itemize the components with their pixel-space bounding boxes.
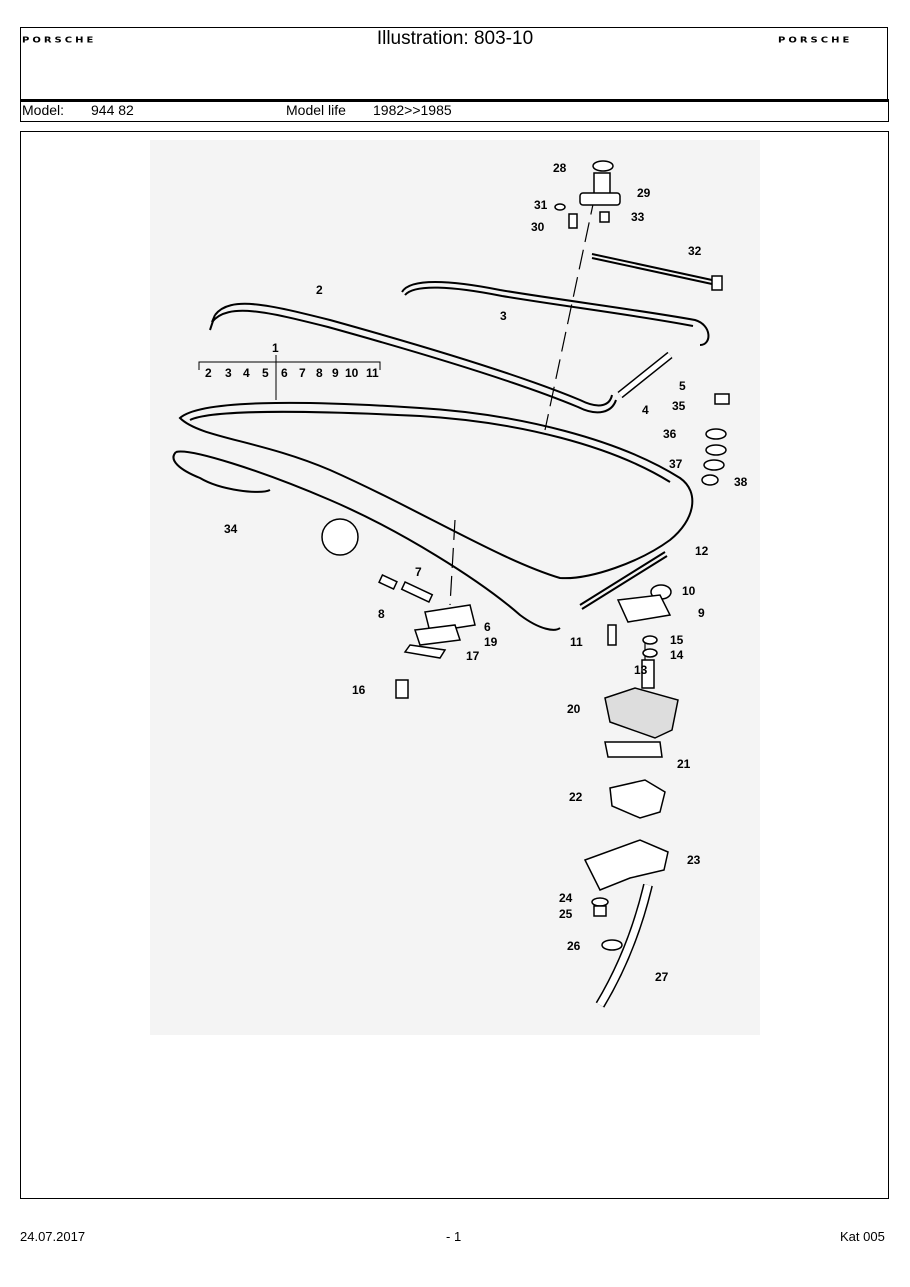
callout-3: 3 xyxy=(500,309,507,323)
callout-6: 6 xyxy=(484,620,491,634)
callout-9: 9 xyxy=(698,606,705,620)
callout-27: 27 xyxy=(655,970,669,984)
footer-page: - 1 xyxy=(446,1229,462,1244)
model-life-value: 1982>>1985 xyxy=(373,102,452,118)
model-label: Model: xyxy=(22,102,65,118)
callout-26: 26 xyxy=(567,939,581,953)
footer-date: 24.07.2017 xyxy=(20,1229,86,1244)
scale-number-7: 7 xyxy=(299,366,306,380)
callout-24: 24 xyxy=(559,891,573,905)
callout-33: 33 xyxy=(631,210,645,224)
scale-number-8: 8 xyxy=(316,366,323,380)
callout-34: 34 xyxy=(224,522,238,536)
callout-20: 20 xyxy=(567,702,581,716)
callout-23: 23 xyxy=(687,853,701,867)
scale-number-6: 6 xyxy=(281,366,288,380)
scale-number-3: 3 xyxy=(225,366,232,380)
callout-22: 22 xyxy=(569,790,583,804)
callout-38: 38 xyxy=(734,475,748,489)
callout-35: 35 xyxy=(672,399,686,413)
callout-32: 32 xyxy=(688,244,702,258)
page-title: Illustration: 803-10 xyxy=(376,28,534,49)
callout-10: 10 xyxy=(682,584,696,598)
callout-19: 19 xyxy=(484,635,498,649)
callout-16: 16 xyxy=(352,683,366,697)
footer-catalog: Kat 005 xyxy=(840,1229,885,1244)
callout-7: 7 xyxy=(415,565,422,579)
header-divider xyxy=(20,99,889,102)
scale-number-10: 10 xyxy=(345,366,359,380)
scale-number-5: 5 xyxy=(262,366,269,380)
callout-13: 13 xyxy=(634,663,648,677)
model-life-label: Model life xyxy=(286,102,346,118)
scale-number-4: 4 xyxy=(243,366,250,380)
model-row: Model: 944 82 Model life 1982>>1985 xyxy=(20,102,889,122)
brand-logo-left: PORSCHE xyxy=(22,36,97,45)
brand-logo-right: PORSCHE xyxy=(778,36,853,45)
callout-5: 5 xyxy=(679,379,686,393)
callout-11: 11 xyxy=(570,635,583,649)
illustration-frame xyxy=(20,131,889,1199)
scale-number-2: 2 xyxy=(205,366,212,380)
callout-36: 36 xyxy=(663,427,677,441)
scale-number-9: 9 xyxy=(332,366,339,380)
callout-31: 31 xyxy=(534,198,548,212)
scale-number-11: 11 xyxy=(366,366,379,380)
callout-30: 30 xyxy=(531,220,545,234)
callout-14: 14 xyxy=(670,648,684,662)
callout-28: 28 xyxy=(553,161,567,175)
callout-17: 17 xyxy=(466,649,480,663)
header-box xyxy=(20,27,888,99)
callout-2: 2 xyxy=(316,283,323,297)
callout-37: 37 xyxy=(669,457,683,471)
callout-25: 25 xyxy=(559,907,573,921)
callout-15: 15 xyxy=(670,633,684,647)
callout-12: 12 xyxy=(695,544,709,558)
callout-1: 1 xyxy=(272,341,279,355)
callout-8: 8 xyxy=(378,607,385,621)
callout-4: 4 xyxy=(642,403,649,417)
model-value: 944 82 xyxy=(91,102,134,118)
callout-21: 21 xyxy=(677,757,691,771)
callout-29: 29 xyxy=(637,186,651,200)
